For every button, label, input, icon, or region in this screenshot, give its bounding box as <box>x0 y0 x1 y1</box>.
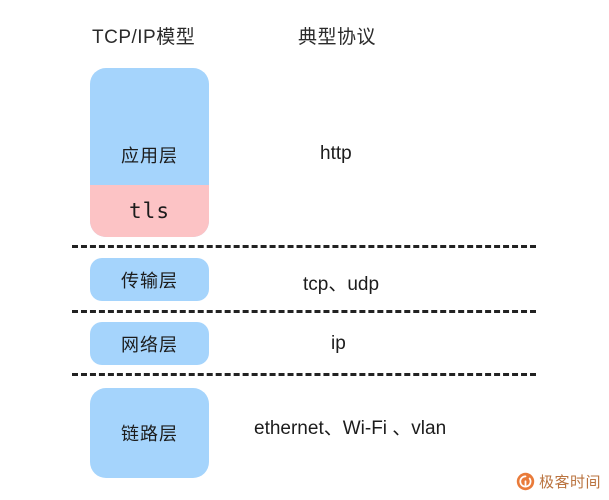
layer-label-transport: 传输层 <box>121 270 178 291</box>
layer-label-link: 链路层 <box>121 424 178 444</box>
protocol-label-application: http <box>320 143 352 164</box>
layer-divider-application-transport <box>72 245 536 248</box>
sublayer-box-tls: tls <box>90 185 209 237</box>
layer-box-transport: 传输层 <box>90 258 209 301</box>
protocol-label-link: ethernet、Wi-Fi 、vlan <box>254 418 447 439</box>
watermark: 极客时间 <box>516 471 601 492</box>
layer-label-application: 应用层 <box>121 146 178 166</box>
layer-box-network: 网络层 <box>90 322 209 365</box>
protocol-label-transport: tcp、udp <box>303 274 380 295</box>
layer-box-link: 链路层 <box>90 388 209 478</box>
layer-divider-transport-network <box>72 310 536 313</box>
protocol-label-network: ip <box>331 333 346 354</box>
layer-divider-network-link <box>72 373 536 376</box>
column-header-protocol: 典型协议 <box>298 27 377 48</box>
sublayer-label-tls: tls <box>129 199 170 223</box>
watermark-text: 极客时间 <box>538 474 601 491</box>
layer-box-application: 应用层 tls <box>90 68 209 237</box>
column-header-model: TCP/IP模型 <box>92 27 196 48</box>
geektime-logo-icon <box>516 472 535 491</box>
layer-label-network: 网络层 <box>121 334 178 355</box>
